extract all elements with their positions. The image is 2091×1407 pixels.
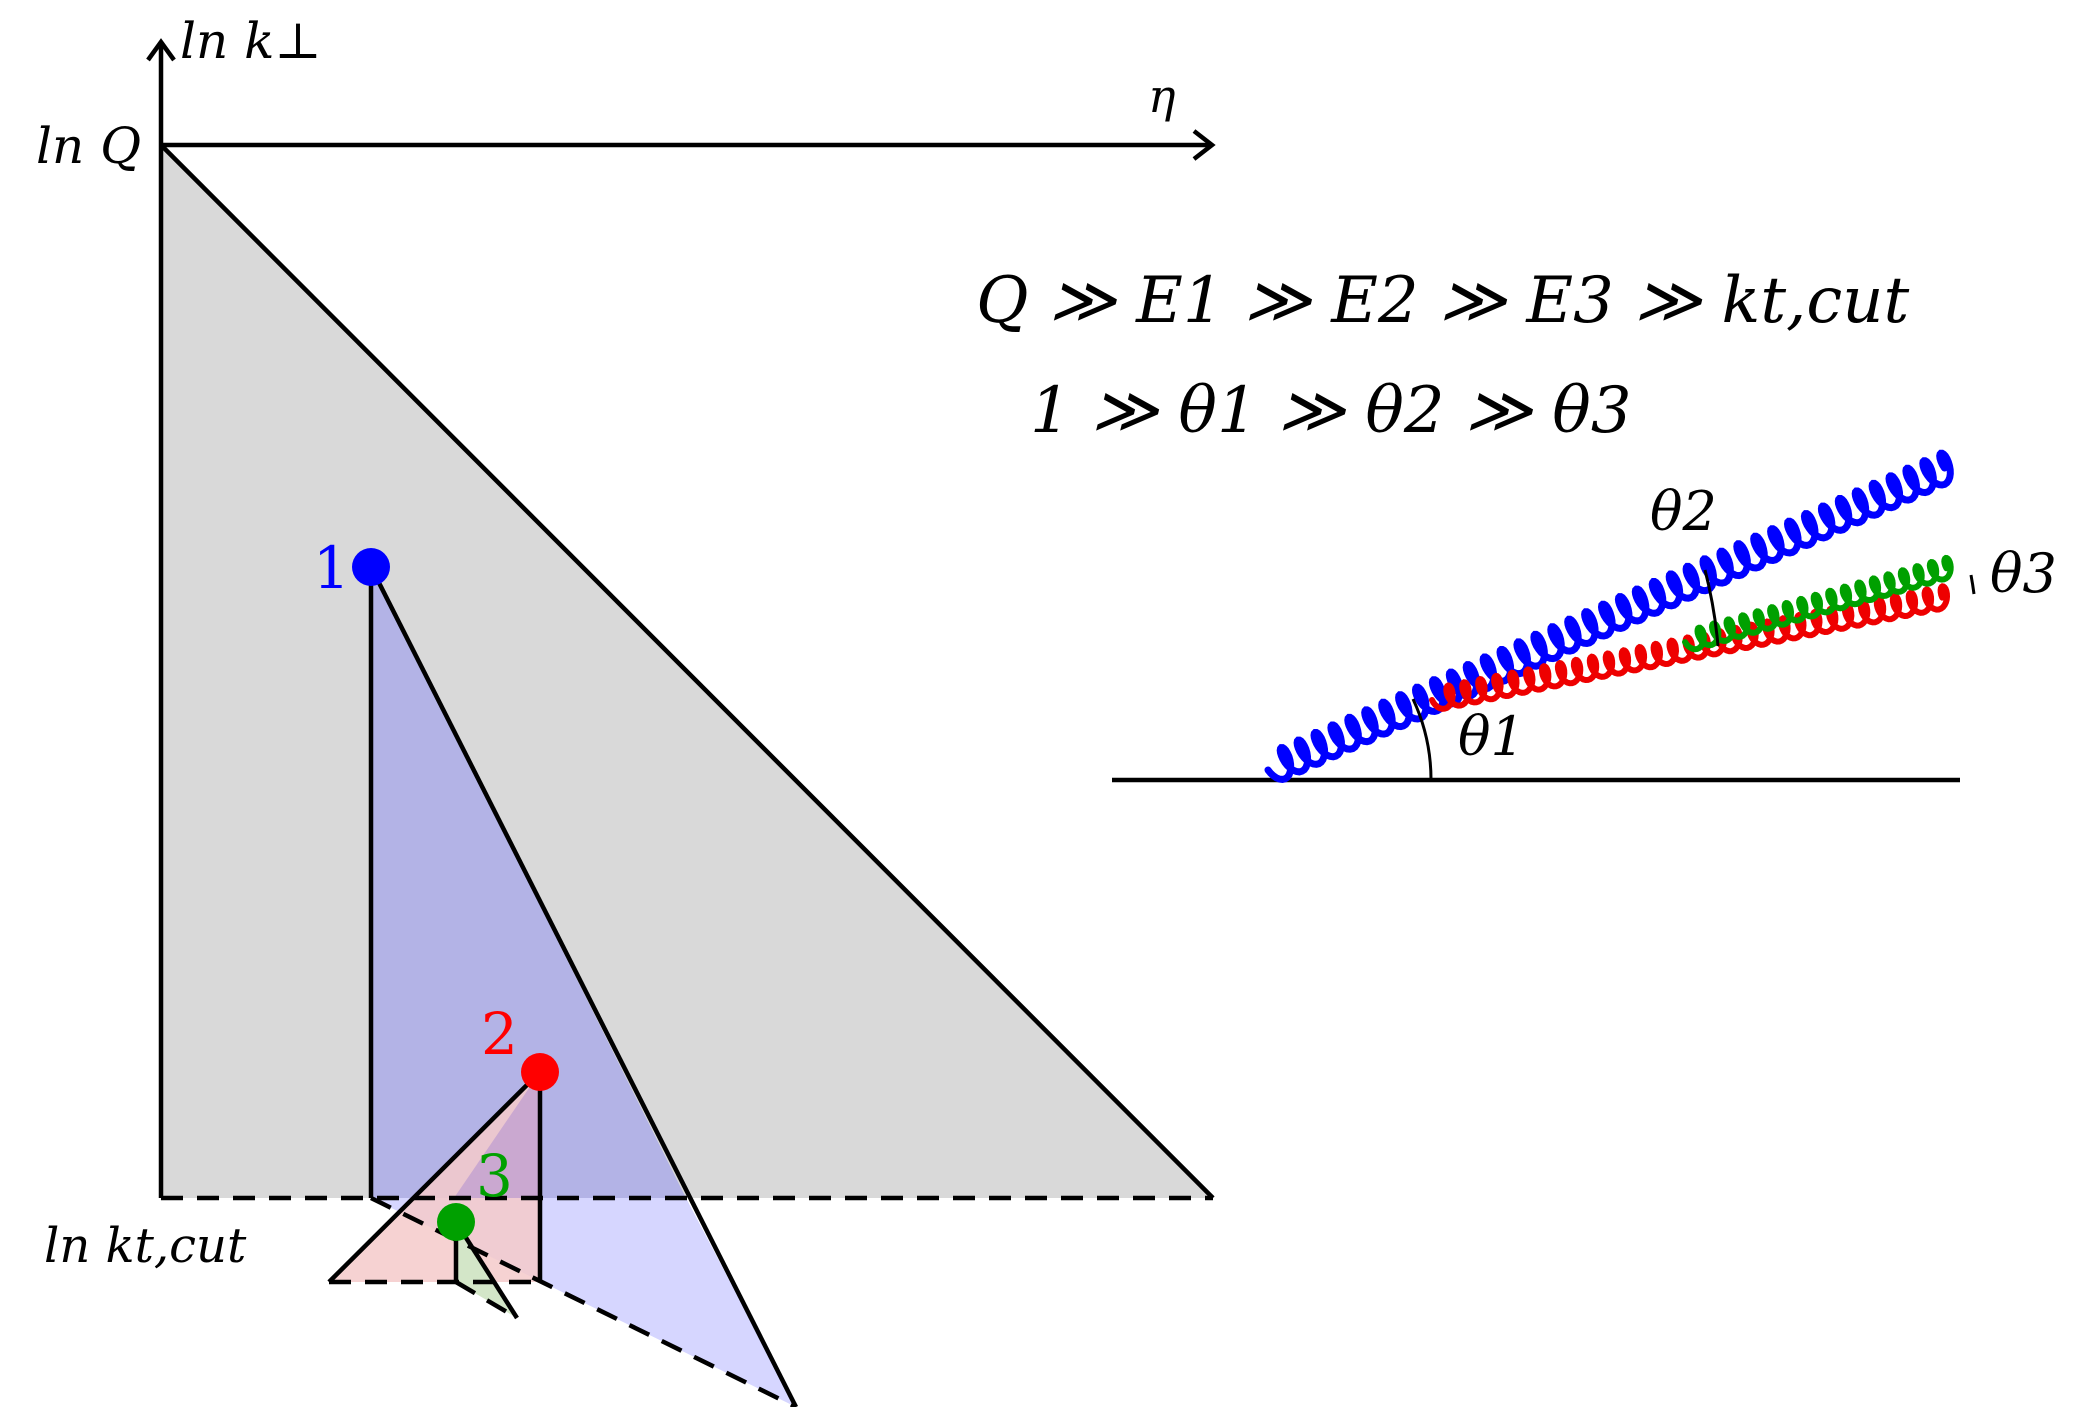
theta2-label: θ2 bbox=[1650, 480, 1717, 543]
angle-hierarchy: 1 ≫ θ1 ≫ θ2 ≫ θ3 bbox=[1030, 374, 1632, 448]
kt-cut-label: ln kt,cut bbox=[44, 1218, 247, 1274]
lnQ-label: ln Q bbox=[36, 117, 141, 175]
theta3-label: θ3 bbox=[1990, 542, 2057, 605]
theta2-arc bbox=[1703, 569, 1720, 647]
plane2-overlap bbox=[454, 1072, 540, 1198]
emission-markers: 1 2 3 bbox=[313, 534, 559, 1241]
gluon-1-blue bbox=[1264, 449, 1954, 783]
gluon-3-green bbox=[1682, 554, 1954, 653]
emission-2-label: 2 bbox=[481, 1000, 518, 1068]
emission-3-dot bbox=[437, 1203, 475, 1241]
y-axis-label: ln k⊥ bbox=[180, 12, 321, 70]
primary-plane-hypotenuse bbox=[159, 143, 1215, 1200]
emission-sketch: θ1 θ2 θ3 bbox=[1112, 449, 2057, 783]
x-axis-label: η bbox=[1148, 69, 1176, 123]
theta3-arc bbox=[1969, 574, 1976, 595]
theta1-label: θ1 bbox=[1458, 705, 1525, 768]
energy-hierarchy: Q ≫ E1 ≫ E2 ≫ E3 ≫ kt,cut bbox=[976, 264, 1909, 338]
plane3-cut-diagonal bbox=[454, 1280, 519, 1320]
x-axis-arrowhead bbox=[1192, 129, 1216, 161]
axes bbox=[146, 38, 1216, 1198]
emission-3-label: 3 bbox=[476, 1142, 513, 1210]
plane1-hypotenuse bbox=[368, 565, 799, 1407]
plane2-hypotenuse bbox=[327, 1070, 542, 1284]
y-axis-arrowhead bbox=[146, 38, 176, 62]
emission-2-dot bbox=[521, 1053, 559, 1091]
emission-1-label: 1 bbox=[313, 534, 350, 602]
theta1-arc bbox=[1411, 698, 1433, 781]
emission-1-dot bbox=[352, 548, 390, 586]
